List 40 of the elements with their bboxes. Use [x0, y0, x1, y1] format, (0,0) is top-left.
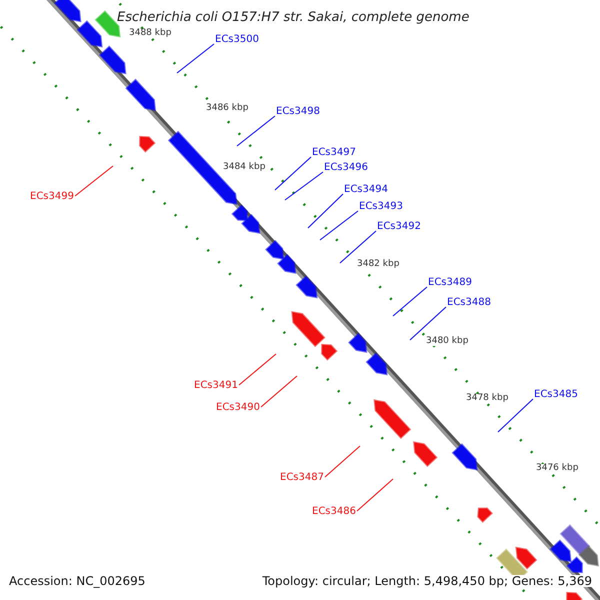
gene-label: ECs3488: [447, 298, 491, 308]
gene-label: ECs3490: [216, 403, 260, 413]
leader-line: [324, 446, 360, 478]
leader-line: [498, 398, 534, 432]
leader-line: [74, 166, 114, 196]
leader-line: [340, 230, 376, 264]
leader-line: [176, 44, 214, 74]
scale-label: 3478 kbp: [465, 394, 510, 403]
gene-label: ECs3489: [428, 278, 472, 288]
gene-label: ECs3491: [194, 381, 238, 391]
leader-line: [236, 116, 276, 146]
scale-label: 3476 kbp: [535, 464, 580, 473]
leader-line: [410, 306, 446, 340]
gene-label: ECs3492: [377, 222, 421, 232]
footer-text: Topology: circular; Length: 5,498,450 bp; Genes: 5,369: [262, 575, 592, 587]
gene-label: ECs3500: [215, 35, 259, 45]
leader-line: [392, 286, 428, 316]
gene-label: ECs3498: [276, 107, 320, 117]
scale-label: 3480 kbp: [425, 337, 470, 346]
gene-label: ECs3487: [280, 473, 324, 483]
scale-label: 3488 kbp: [128, 29, 172, 38]
leader-line: [284, 172, 324, 200]
leader-line: [320, 210, 358, 240]
gene-label: ECs3485: [534, 390, 578, 400]
leader-line: [260, 376, 298, 408]
leader-line: [238, 354, 276, 386]
scale-label: 3484 kbp: [222, 163, 266, 172]
leader-line: [356, 478, 394, 512]
gene-label: ECs3493: [359, 202, 403, 212]
gene-label: ECs3499: [30, 192, 74, 202]
scale-label: 3486 kbp: [205, 104, 250, 113]
leader-line: [274, 156, 312, 190]
footer-text: Accession: NC_002695: [9, 575, 146, 587]
gene-label: ECs3486: [312, 507, 356, 517]
gene-label: ECs3494: [344, 185, 388, 195]
title: Escherichia coli O157:H7 str. Sakai, complete genome: [117, 11, 470, 24]
gene-label: ECs3497: [312, 148, 356, 158]
gene-label: ECs3496: [324, 163, 368, 173]
leader-line: [308, 194, 344, 228]
scale-label: 3482 kbp: [356, 260, 400, 269]
